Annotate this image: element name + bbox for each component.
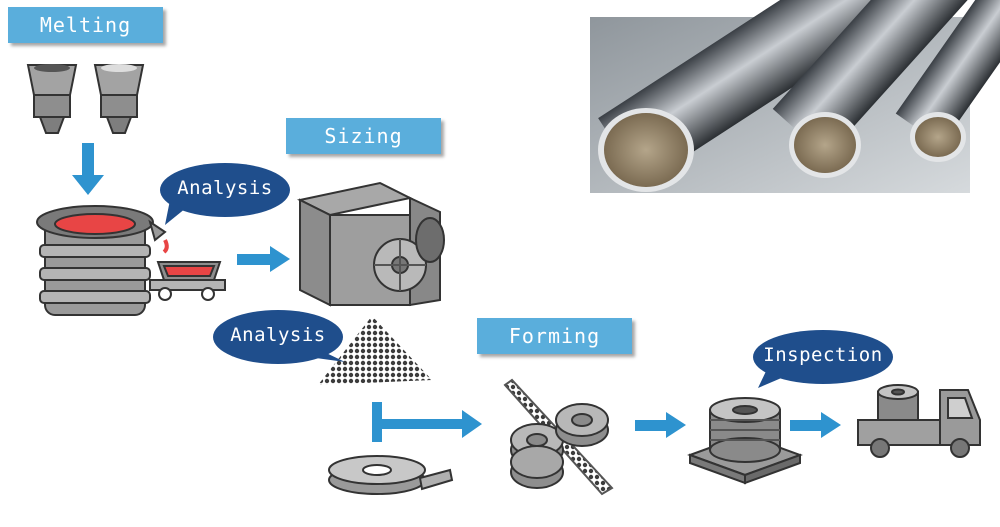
arrow-right-icon (237, 246, 290, 272)
truck-icon (857, 384, 981, 458)
step-label-forming: Forming (477, 318, 632, 354)
analysis-bubble-1-text: Analysis (177, 177, 273, 199)
step-label-melting: Melting (8, 7, 163, 43)
arrow-down-icon (72, 143, 104, 195)
analysis-bubble-1 (160, 163, 290, 225)
crusher-icon (296, 181, 445, 307)
powder-pile-icon (318, 316, 432, 385)
arrow-right-icon (790, 412, 841, 438)
inspection-bubble (753, 330, 893, 388)
cored-wire-photo (590, 0, 1000, 193)
step-label-sizing: Sizing (286, 118, 441, 154)
wire-coil-pallet-icon (687, 397, 803, 485)
hopper-icon (26, 64, 145, 134)
steel-strip-coil-icon (328, 455, 454, 495)
forming-rolls-icon (503, 378, 614, 496)
inspection-bubble-text: Inspection (763, 344, 883, 366)
analysis-bubble-2-text: Analysis (230, 324, 326, 346)
arrow-right-icon (372, 402, 482, 442)
mold-cart-icon (149, 261, 226, 301)
arrow-right-icon (635, 412, 686, 438)
furnace-icon (36, 205, 169, 316)
analysis-bubble-2 (213, 310, 345, 364)
